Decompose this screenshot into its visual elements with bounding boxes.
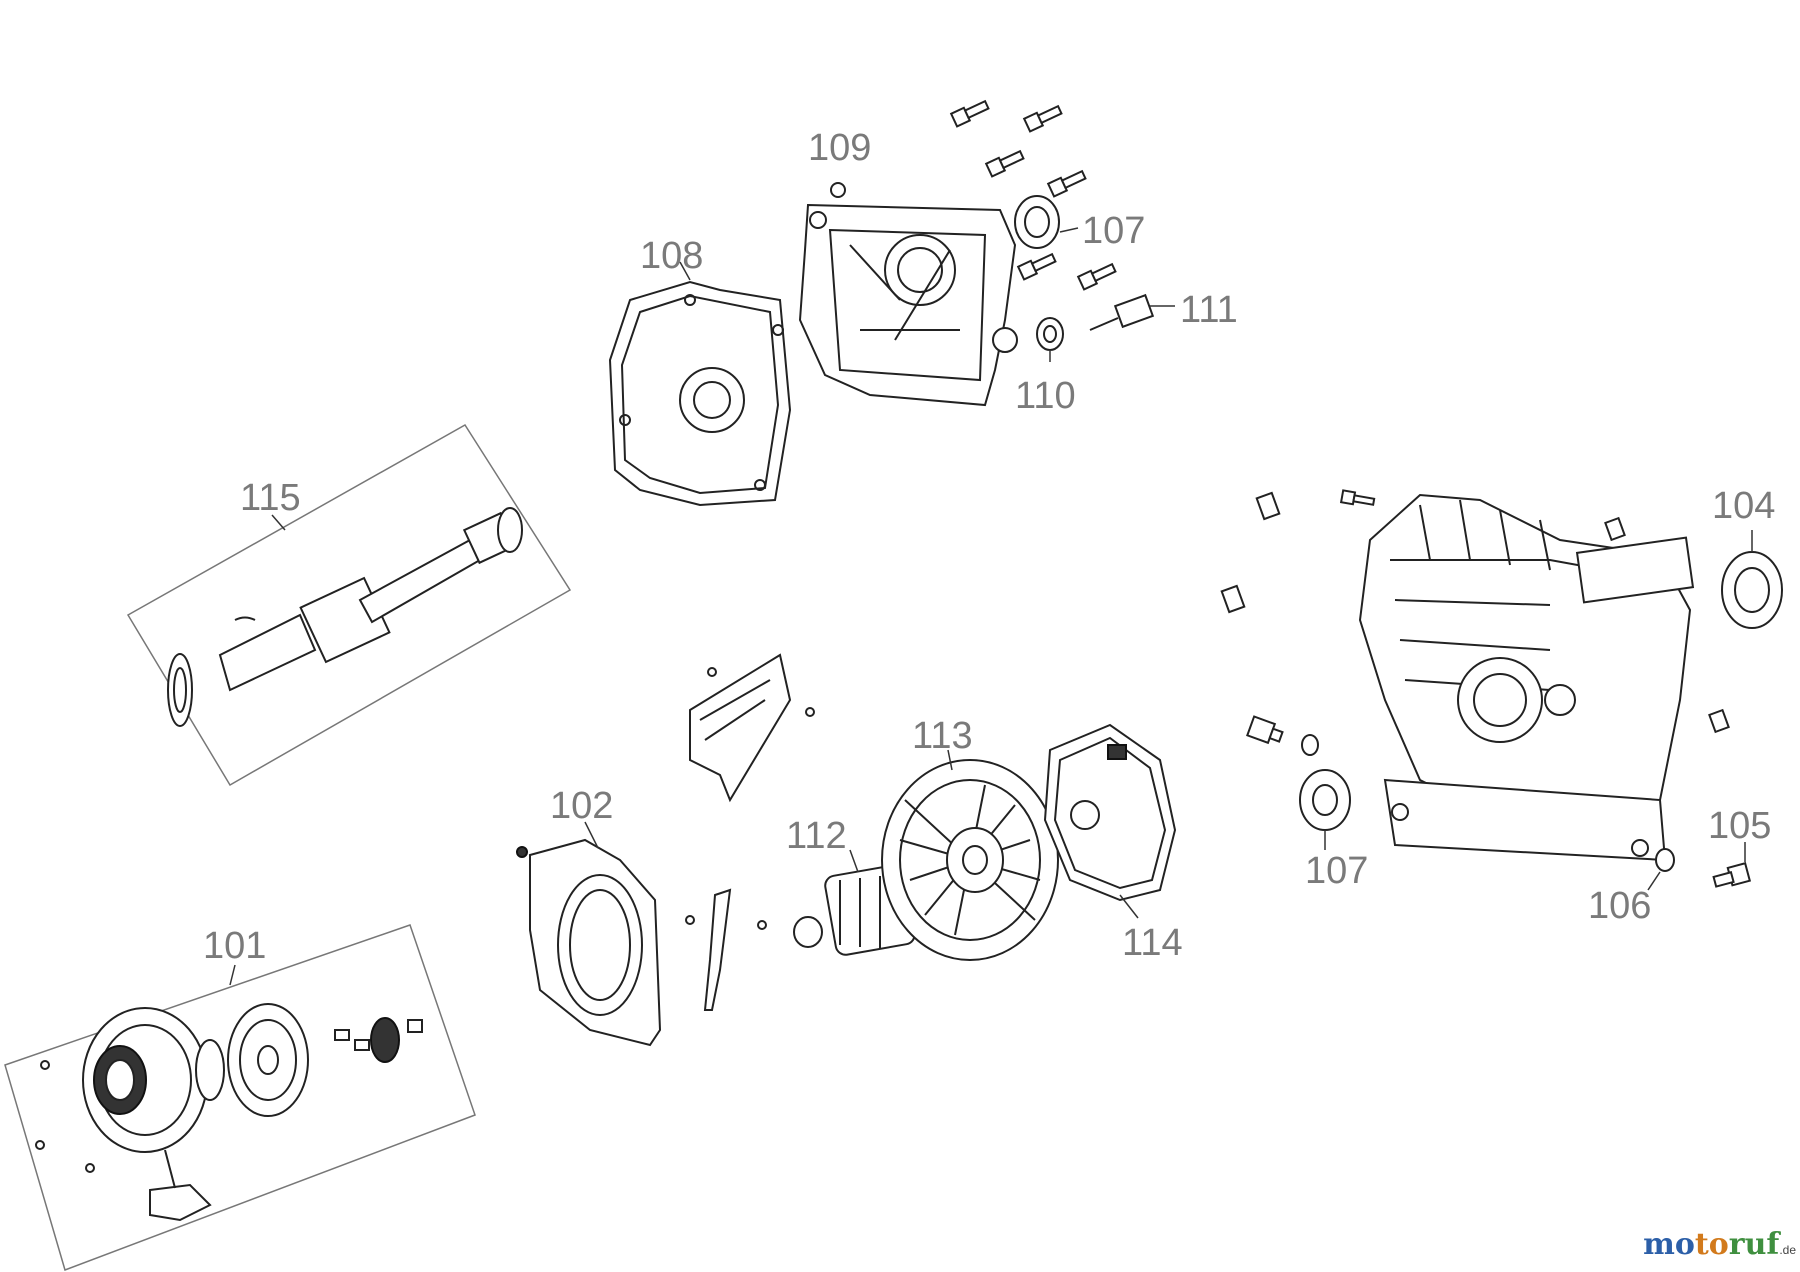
part-109-crankcase-cover xyxy=(798,182,1018,407)
watermark-part-1: mo xyxy=(1643,1227,1695,1262)
part-113-flywheel xyxy=(881,749,1059,961)
label-107-upper: 107 xyxy=(1082,210,1145,252)
part-108-gasket xyxy=(608,261,792,507)
label-114: 114 xyxy=(1122,922,1183,964)
label-108: 108 xyxy=(640,235,703,277)
engine-block-dowels xyxy=(1220,489,1730,756)
label-112: 112 xyxy=(786,815,847,857)
motoruf-watermark: motoruf.de xyxy=(1643,1227,1796,1262)
label-106: 106 xyxy=(1588,885,1651,927)
part-104-bearing xyxy=(1721,530,1783,629)
label-102: 102 xyxy=(550,785,613,827)
part-105-bolt xyxy=(1712,842,1752,888)
label-105: 105 xyxy=(1708,805,1771,847)
part-114-ignition-coil xyxy=(1043,723,1177,919)
watermark-tld: .de xyxy=(1779,1243,1796,1257)
label-101: 101 xyxy=(203,925,266,967)
part-110-washer xyxy=(1036,317,1064,362)
part-115-crankshaft-group xyxy=(126,423,572,787)
label-104: 104 xyxy=(1712,485,1775,527)
part-102-fan-housing xyxy=(516,821,662,1047)
label-107-lower: 107 xyxy=(1305,850,1368,892)
part-107-oil-seal-upper xyxy=(1014,195,1079,249)
part-109-bolts xyxy=(949,99,1117,291)
label-109: 109 xyxy=(808,127,871,169)
label-113: 113 xyxy=(912,715,973,757)
part-111-oil-plug xyxy=(1089,293,1175,331)
part-106-drain-plug xyxy=(1647,848,1675,891)
watermark-part-3: ruf xyxy=(1728,1227,1780,1262)
part-101-recoil-starter-group xyxy=(4,924,476,1271)
watermark-part-2: to xyxy=(1694,1227,1729,1262)
shroud-bracket xyxy=(685,653,815,1011)
part-107-oil-seal-lower xyxy=(1299,769,1351,850)
label-110: 110 xyxy=(1015,375,1076,417)
label-115: 115 xyxy=(240,477,301,519)
label-111: 111 xyxy=(1180,289,1238,331)
engine-block xyxy=(1358,493,1695,862)
